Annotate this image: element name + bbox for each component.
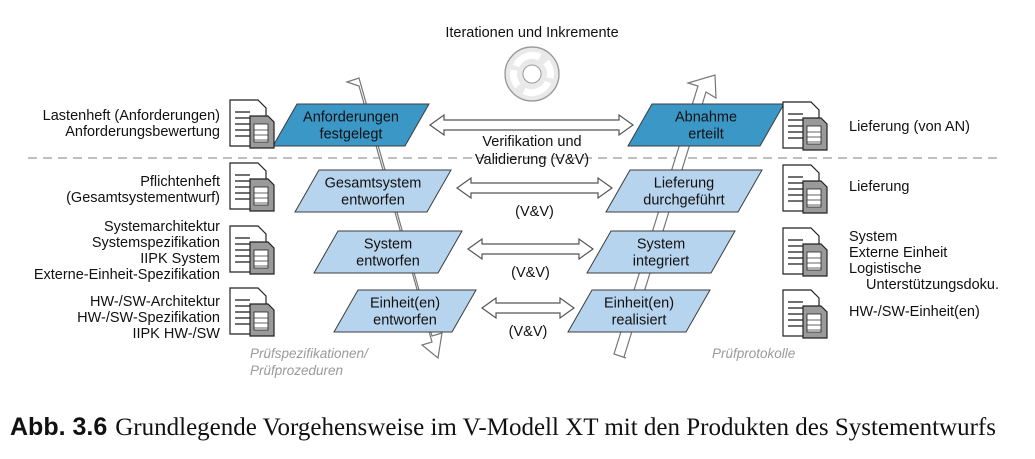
left-doc-3-line-0: HW-/SW-Architektur — [90, 294, 220, 310]
left-doc-0-line-0: Lastenheft (Anforderungen) — [43, 108, 220, 124]
right-doc-icon-3 — [782, 289, 828, 339]
right-doc-icon-2-table — [806, 251, 822, 271]
left-box-2-text-line-1: entworfen — [356, 254, 420, 270]
left-box-1-text-line-0: Gesamtsystem — [325, 176, 422, 192]
v-model-diagram: Iterationen und Inkremente Anforderungen… — [28, 25, 1000, 378]
right-box-0-text-line-0: Abnahme — [675, 110, 737, 126]
right-doc-0-line-0: Lieferung (von AN) — [849, 119, 970, 135]
left-doc-icon-2 — [229, 225, 275, 275]
vv-label-3: (V&V) — [509, 324, 548, 340]
right-box-3 — [567, 289, 711, 333]
left-doc-1-line-0: Pflichtenheft — [140, 174, 220, 190]
right-box-0-text-line-1: erteilt — [688, 127, 723, 143]
right-box-3-text-line-0: Einheit(en) — [604, 296, 674, 312]
right-box-1 — [605, 169, 763, 213]
title-label: Iterationen und Inkremente — [445, 25, 618, 41]
right-doc-icon-3-table — [806, 313, 822, 333]
left-box-1-text-line-1: entworfen — [341, 193, 405, 209]
right-doc-icon-0 — [782, 101, 828, 151]
right-box-0 — [627, 103, 785, 147]
left-box-2-text-line-0: System — [364, 237, 412, 253]
left-box-1 — [294, 169, 452, 213]
left-box-0 — [272, 103, 430, 147]
vv-label-2: (V&V) — [511, 265, 550, 281]
right-doc-3-line-0: HW-/SW-Einheit(en) — [849, 304, 980, 320]
right-doc-icon-1-table — [806, 188, 822, 208]
vv-label-1: (V&V) — [515, 204, 554, 220]
left-doc-icon-1 — [229, 162, 275, 212]
left-doc-icon-3-table — [253, 311, 269, 331]
left-doc-2-line-0: Systemarchitektur — [104, 219, 220, 235]
caption-label: Abb. 3.6 — [10, 413, 108, 441]
left-doc-1-line-1: (Gesamtsystementwurf) — [66, 190, 220, 206]
left-doc-icon-1-table — [253, 186, 269, 206]
left-doc-2-line-3: Externe-Einheit-Spezifikation — [34, 267, 220, 283]
left-box-0-text-line-1: festgelegt — [320, 127, 383, 143]
figure-caption: Abb. 3.6 Grundlegende Vorgehensweise im V… — [10, 413, 1030, 442]
left-box-2 — [313, 230, 463, 274]
left-doc-2-line-1: Systemspezifikation — [92, 235, 220, 251]
right-doc-icon-0-table — [806, 125, 822, 145]
right-box-2-text-line-1: integriert — [633, 254, 689, 270]
right-box-1-text-line-1: durchgeführt — [643, 193, 724, 209]
left-doc-3-line-2: IIPK HW-/SW — [132, 326, 220, 342]
caption-text: Grundlegende Vorgehensweise im V-Modell … — [115, 414, 996, 441]
left-box-3-text-line-1: entworfen — [373, 313, 437, 329]
left-doc-icon-0 — [229, 99, 275, 149]
pruef-left-label-1: Prüfspezifikationen/ — [250, 346, 369, 361]
left-box-3 — [333, 289, 477, 333]
verification-label-2: Validierung (V&V) — [475, 152, 589, 168]
pruef-right-label: Prüfprotokolle — [712, 346, 795, 361]
left-box-3-text-line-0: Einheit(en) — [370, 296, 440, 312]
left-doc-0-line-1: Anforderungsbewertung — [65, 124, 220, 140]
vv-arrow-0 — [428, 113, 635, 137]
right-box-3-text-line-1: realisiert — [612, 313, 667, 329]
left-doc-3-line-1: HW-/SW-Spezifikation — [77, 310, 220, 326]
vv-arrow-2 — [466, 237, 595, 261]
iteration-cycle-icon — [504, 46, 560, 102]
right-doc-2-line-1: Externe Einheit — [849, 245, 947, 261]
left-box-0-text-line-0: Anforderungen — [303, 110, 399, 126]
vv-arrow-3 — [480, 296, 576, 320]
right-box-1-text-line-0: Lieferung — [654, 176, 714, 192]
right-doc-2-line-3: Unterstützungsdoku. — [866, 277, 999, 293]
right-box-2 — [586, 230, 736, 274]
pruef-left-label-2: Prüfprozeduren — [250, 363, 343, 378]
left-doc-icon-3 — [229, 287, 275, 337]
right-doc-2-line-2: Logistische — [849, 261, 922, 277]
right-doc-2-line-0: System — [849, 229, 897, 245]
left-doc-icon-2-table — [253, 249, 269, 269]
verification-label-1: Verifikation und — [482, 134, 581, 150]
left-doc-icon-0-table — [253, 123, 269, 143]
right-doc-icon-2 — [782, 227, 828, 277]
vv-arrow-1 — [455, 176, 614, 200]
right-doc-1-line-0: Lieferung — [849, 179, 909, 195]
right-doc-icon-1 — [782, 164, 828, 214]
right-box-2-text-line-0: System — [637, 237, 685, 253]
left-doc-2-line-2: IIPK System — [140, 251, 220, 267]
